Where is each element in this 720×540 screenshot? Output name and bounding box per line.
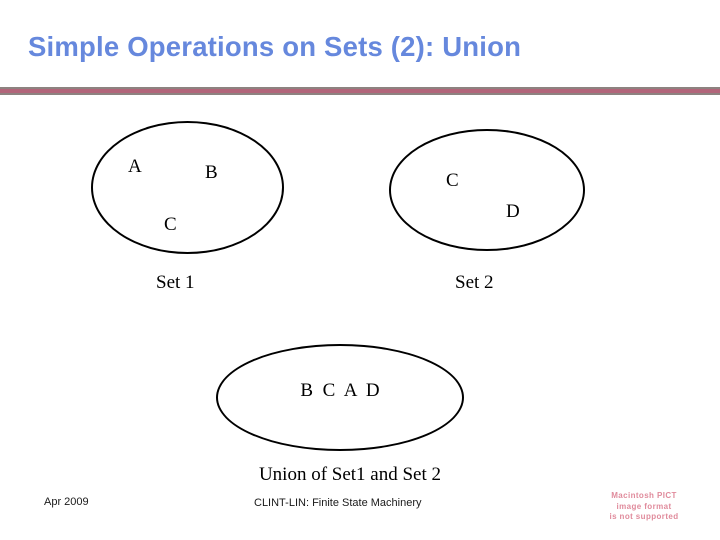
union-caption: Union of Set1 and Set 2 [258, 464, 442, 485]
set1-member-label-b: B [205, 162, 218, 183]
pict-unsupported-placeholder: Macintosh PICT image format is not suppo… [592, 491, 696, 523]
page-title: Simple Operations on Sets (2): Union [28, 31, 522, 62]
divider-top-stripe [0, 87, 720, 89]
union-ellipse-shape [216, 344, 464, 451]
pict-placeholder-line-1: Macintosh PICT [611, 491, 677, 500]
union-member-labels: B C A D [300, 380, 380, 401]
set1-caption: Set 1 [156, 272, 195, 293]
set1-ellipse-shape [91, 121, 284, 254]
set2-caption: Set 2 [455, 272, 494, 293]
set2-member-label-c: C [446, 170, 459, 191]
pict-placeholder-line-2: image format [616, 501, 672, 511]
title-divider-bar [0, 87, 720, 95]
divider-bottom-stripe [0, 93, 720, 95]
divider-main-stripe [0, 89, 720, 93]
set2-member-label-d: D [506, 201, 520, 222]
footer-course-title: CLINT-LIN: Finite State Machinery [254, 497, 422, 509]
set2-ellipse-shape [389, 129, 585, 251]
set1-member-label-a: A [128, 156, 142, 177]
set1-member-label-c: C [164, 214, 177, 235]
footer-date: Apr 2009 [44, 496, 89, 508]
pict-placeholder-line-3: is not supported [609, 512, 679, 522]
